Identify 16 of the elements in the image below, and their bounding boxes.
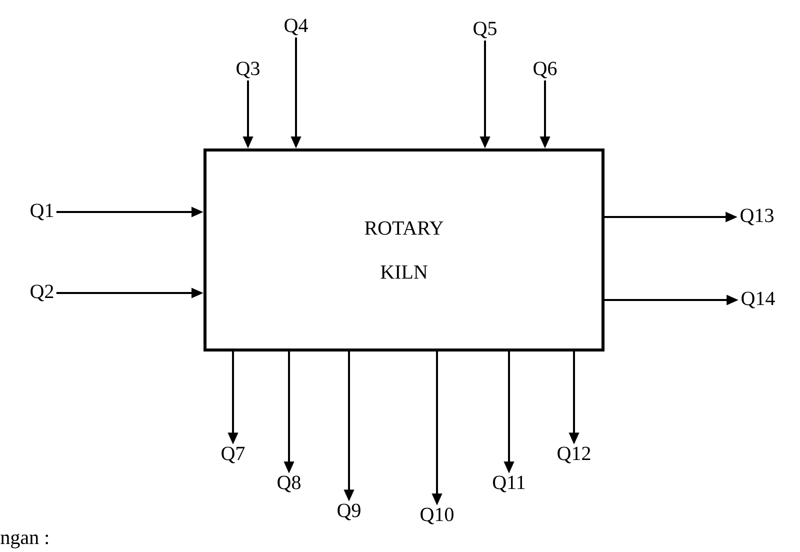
stream-label: Q5 <box>474 22 496 38</box>
kiln-box: ROTARY KILN <box>204 148 604 352</box>
stream-label: Q13 <box>740 208 774 226</box>
stream-label: Q7 <box>222 446 245 464</box>
stream-label: Q3 <box>236 62 260 78</box>
stream-label: Q14 <box>742 292 775 308</box>
stream-label: Q8 <box>278 476 300 492</box>
note-text: ngan : <box>0 534 48 548</box>
stream-label: Q4 <box>284 18 308 36</box>
stream-label: Q1 <box>30 204 54 220</box>
stream-label: Q9 <box>338 504 360 520</box>
stream-label: Q11 <box>492 476 525 492</box>
stream-label: Q6 <box>534 62 557 78</box>
stream-label: Q2 <box>30 284 54 302</box>
stream-label: Q12 <box>558 446 590 464</box>
stream-label: Q10 <box>420 508 454 524</box>
